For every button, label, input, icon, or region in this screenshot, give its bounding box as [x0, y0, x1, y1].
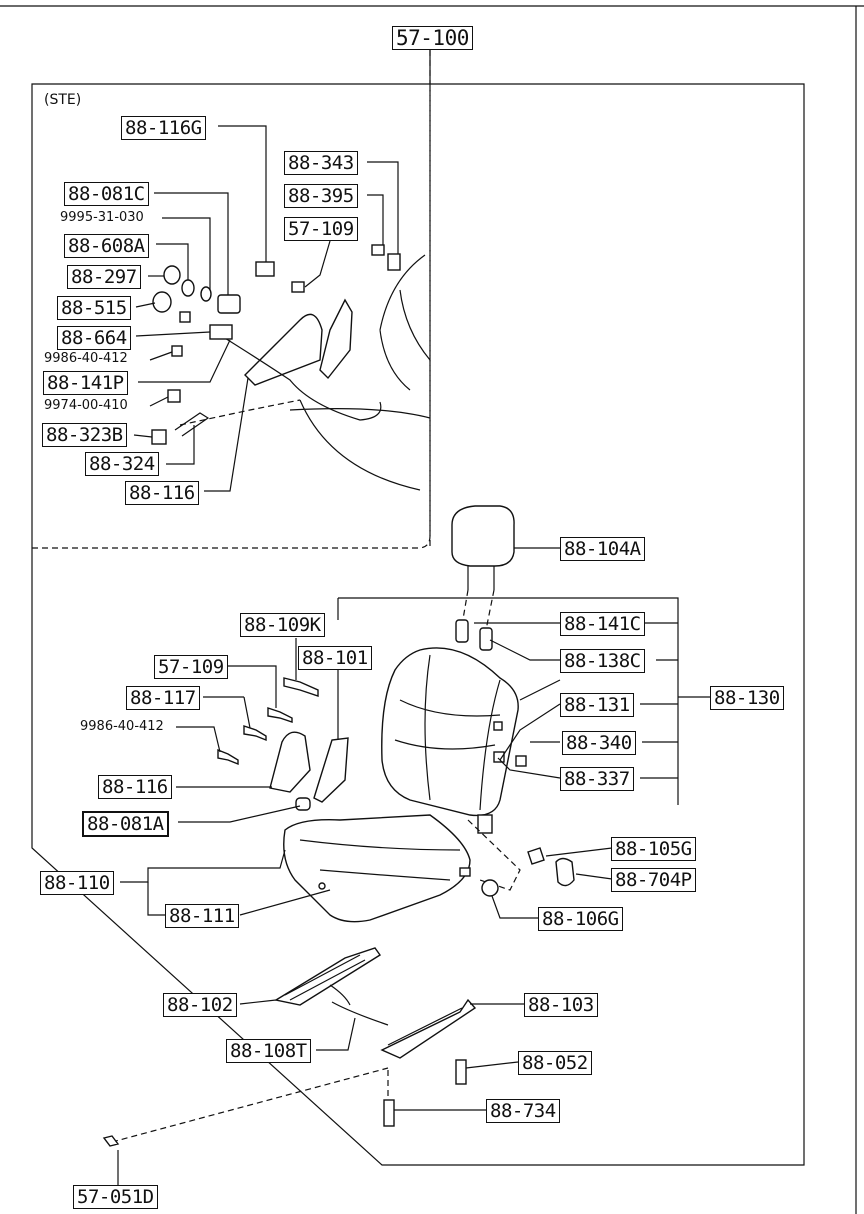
ste-caption: (STE): [44, 92, 82, 108]
part-88-734-label[interactable]: 88-734: [486, 1099, 560, 1123]
part-88-141P-label[interactable]: 88-141P: [43, 371, 128, 395]
part-57-051D-label[interactable]: 57-051D: [73, 1185, 158, 1209]
part-88-117-label[interactable]: 88-117: [126, 686, 200, 710]
part-88-104A-label[interactable]: 88-104A: [560, 537, 645, 561]
recliner-cover: [269, 731, 311, 793]
part-88-395-label[interactable]: 88-395: [284, 184, 358, 208]
part-9974-00-410-label[interactable]: 9974-00-410: [44, 398, 128, 413]
headrest-guide-right: [479, 627, 493, 651]
part-88-116-label[interactable]: 88-116: [98, 775, 172, 799]
part-88-081A-label[interactable]: 88-081A: [82, 811, 169, 837]
part-88-515-label[interactable]: 88-515: [57, 296, 131, 320]
part-88-138C-label[interactable]: 88-138C: [560, 649, 645, 673]
washer: [481, 879, 499, 897]
recliner-lever: [313, 737, 349, 803]
part-88-116-ste-label[interactable]: 88-116: [125, 481, 199, 505]
part-57-109-ste-label[interactable]: 57-109: [284, 217, 358, 241]
rail-bolt: [455, 1059, 467, 1085]
part-88-323B-label[interactable]: 88-323B: [42, 423, 127, 447]
part-57-109-label[interactable]: 57-109: [154, 655, 228, 679]
assembly-frame: [31, 83, 805, 1166]
headrest: [451, 505, 515, 567]
part-88-108T-label[interactable]: 88-108T: [226, 1039, 311, 1063]
assembly-number-label: 57-100: [392, 26, 473, 50]
trim-screw: [102, 1135, 120, 1147]
part-88-343-label[interactable]: 88-343: [284, 151, 358, 175]
ste-inset-frame: [32, 86, 431, 549]
part-88-081C-label[interactable]: 88-081C: [64, 182, 149, 206]
ste-seat-side: [289, 254, 431, 491]
rail-bolt-front: [383, 1099, 395, 1127]
part-88-337-label[interactable]: 88-337: [560, 767, 634, 791]
part-88-101-label[interactable]: 88-101: [298, 646, 372, 670]
part-88-130-label[interactable]: 88-130: [710, 686, 784, 710]
seat-rail-upper: [274, 947, 382, 1006]
ste-knob: [217, 294, 241, 314]
seat-cushion: [283, 814, 471, 923]
part-9995-31-030-label[interactable]: 9995-31-030: [60, 210, 144, 225]
part-88-105G-label[interactable]: 88-105G: [611, 837, 696, 861]
part-88-340-label[interactable]: 88-340: [562, 731, 636, 755]
ste-recliner-cover: [244, 313, 323, 386]
part-88-131-label[interactable]: 88-131: [560, 693, 634, 717]
part-9986-40-412-label[interactable]: 9986-40-412: [80, 719, 164, 734]
part-88-109K-label[interactable]: 88-109K: [240, 613, 325, 637]
part-88-052-label[interactable]: 88-052: [518, 1051, 592, 1075]
part-88-297-label[interactable]: 88-297: [67, 265, 141, 289]
part-88-664-label[interactable]: 88-664: [57, 326, 131, 350]
part-88-608A-label[interactable]: 88-608A: [64, 234, 149, 258]
part-88-106G-label[interactable]: 88-106G: [538, 907, 623, 931]
hinge-cap: [555, 857, 575, 887]
part-88-116G-label[interactable]: 88-116G: [121, 116, 206, 140]
part-88-110-label[interactable]: 88-110: [40, 871, 114, 895]
part-88-111-label[interactable]: 88-111: [165, 904, 239, 928]
part-88-324-label[interactable]: 88-324: [85, 452, 159, 476]
ste-recliner-lever: [319, 298, 353, 380]
headrest-guide-left: [455, 619, 469, 643]
hinge-bolt: [527, 847, 545, 865]
part-88-103-label[interactable]: 88-103: [524, 993, 598, 1017]
seatback: [381, 647, 519, 817]
part-88-102-label[interactable]: 88-102: [163, 993, 237, 1017]
part-88-704P-label[interactable]: 88-704P: [611, 868, 696, 892]
part-9986-40-412-ste-label[interactable]: 9986-40-412: [44, 351, 128, 366]
part-88-141C-label[interactable]: 88-141C: [560, 612, 645, 636]
